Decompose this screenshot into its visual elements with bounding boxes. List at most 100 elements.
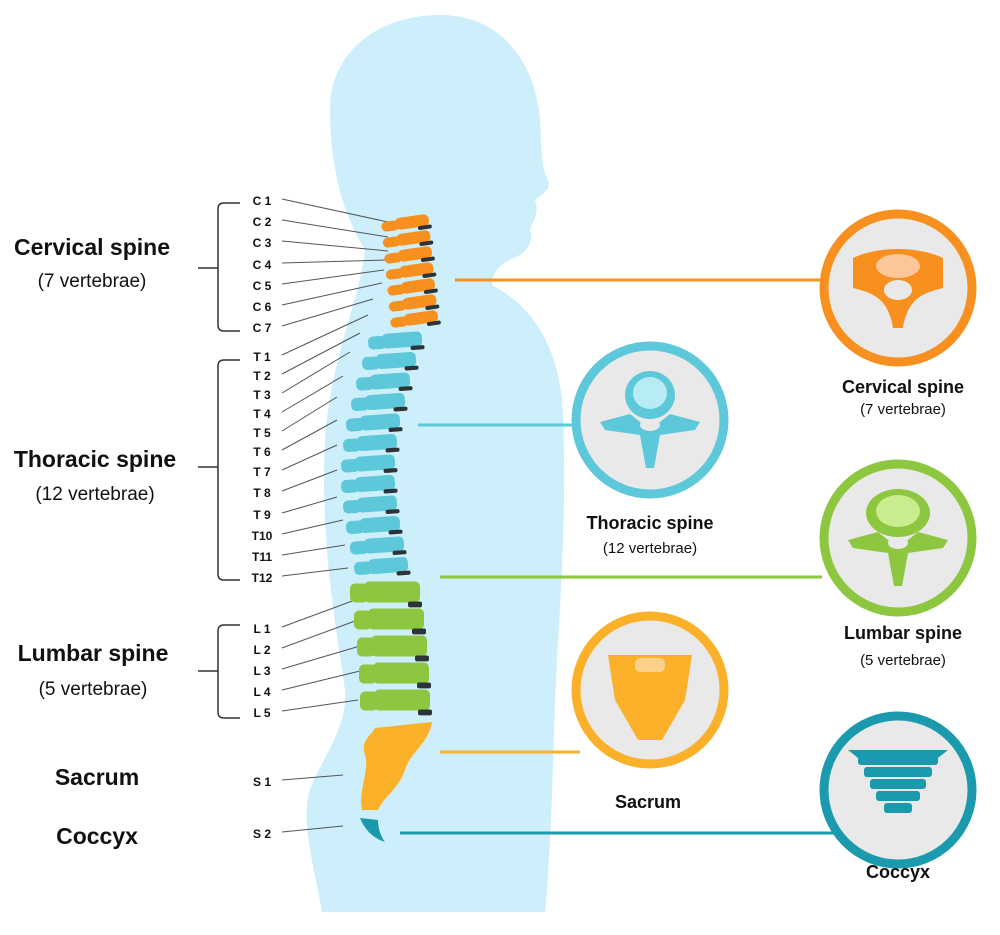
lumbar-vertebra <box>360 689 432 716</box>
vertebra-label: C 6 <box>253 300 272 314</box>
cervical-vertebra <box>388 294 440 312</box>
vertebra-label: S 2 <box>253 827 271 841</box>
vertebra-label: L 3 <box>253 664 270 678</box>
leader-line <box>281 544 346 556</box>
sacrum-callout-title: Sacrum <box>615 792 681 812</box>
intervertebral-disc <box>396 570 411 576</box>
intervertebral-disc <box>417 682 431 689</box>
leader-line <box>281 314 369 356</box>
intervertebral-disc <box>426 320 441 326</box>
sacrum-bone <box>361 722 432 810</box>
vertebra-label: T 8 <box>253 486 271 500</box>
cervical-callout: Cervical spine(7 vertebrae) <box>819 209 977 418</box>
thoracic-callout-count: (12 vertebrae) <box>603 540 697 557</box>
leader-line <box>281 240 389 252</box>
leader-line <box>281 259 388 264</box>
vertebra-label: C 1 <box>253 194 272 208</box>
leader-line <box>281 699 359 712</box>
thoracic-left-count: (12 vertebrae) <box>35 484 154 505</box>
intervertebral-disc <box>398 386 413 391</box>
thoracic-vertebra <box>343 433 400 453</box>
cervical-left-count: (7 vertebrae) <box>38 271 147 292</box>
cervical-vertebra <box>387 278 438 296</box>
intervertebral-disc <box>388 529 403 535</box>
vertebra-label: L 4 <box>253 685 270 699</box>
cervical-vertebra <box>382 230 434 248</box>
thoracic-vertebra <box>341 474 398 494</box>
vertebra-label: S 1 <box>253 775 271 789</box>
intervertebral-disc <box>388 427 403 432</box>
intervertebral-disc <box>393 406 408 412</box>
leader-line <box>281 444 338 471</box>
vertebra-label: T 4 <box>253 407 271 421</box>
vertebra-label: T10 <box>252 529 273 543</box>
leader-line <box>281 269 385 285</box>
vertebra-label: C 5 <box>253 279 272 293</box>
leader-line <box>281 825 344 833</box>
thoracic-callout: Thoracic spine(12 vertebrae) <box>571 341 729 557</box>
lumbar-vertebra <box>354 608 426 635</box>
vertebra-label: T 1 <box>253 350 271 364</box>
thoracic-vertebra-icon <box>600 371 700 468</box>
intervertebral-disc <box>417 224 432 230</box>
thoracic-bracket <box>198 359 240 581</box>
leader-line <box>281 332 361 375</box>
coccyx-icon <box>848 750 948 813</box>
thoracic-vertebra <box>351 392 408 412</box>
intervertebral-disc <box>418 709 432 716</box>
coccyx-circle <box>819 711 977 869</box>
lumbar-vertebra <box>357 635 429 662</box>
vertebra-label: C 4 <box>253 258 272 272</box>
leader-line <box>281 670 361 691</box>
cervical-bracket <box>198 202 240 332</box>
leader-line <box>281 396 338 432</box>
leader-line <box>281 375 344 413</box>
vertebra-label: C 7 <box>253 321 272 335</box>
leader-line <box>281 219 389 238</box>
vertebra-label: C 3 <box>253 236 272 250</box>
leader-line <box>281 198 389 223</box>
vertebra-label: T 5 <box>253 426 271 440</box>
intervertebral-disc <box>422 272 437 278</box>
cervical-vertebra <box>381 214 432 232</box>
lumbar-left-title: Lumbar spine <box>18 640 169 666</box>
leader-line <box>281 496 338 514</box>
vertebra-label: L 2 <box>253 643 270 657</box>
leader-line <box>281 351 351 394</box>
intervertebral-disc <box>392 550 407 555</box>
vertebra-label: T 7 <box>253 465 271 479</box>
sacrum-left-title: Sacrum <box>55 764 139 790</box>
leader-line <box>281 282 383 306</box>
intervertebral-disc <box>425 304 440 310</box>
leader-line <box>281 469 338 492</box>
vertebra-label: C 2 <box>253 215 272 229</box>
intervertebral-disc <box>412 628 426 635</box>
intervertebral-disc <box>419 240 434 246</box>
vertebra-label: L 1 <box>253 622 270 636</box>
thoracic-vertebra <box>341 454 398 473</box>
thoracic-left-title: Thoracic spine <box>14 446 176 472</box>
thoracic-vertebra <box>350 536 407 555</box>
cervical-left-title: Cervical spine <box>14 234 170 260</box>
intervertebral-disc <box>383 488 398 494</box>
leader-line <box>281 774 344 781</box>
lumbar-callout-count: (5 vertebrae) <box>860 652 946 669</box>
leader-line <box>281 419 338 451</box>
leader-line <box>281 599 356 628</box>
lumbar-callout-title: Lumbar spine <box>844 623 962 643</box>
thoracic-vertebra <box>343 495 400 514</box>
intervertebral-disc <box>385 447 400 453</box>
lumbar-bracket <box>198 624 240 719</box>
cervical-vertebra-icon <box>853 249 943 328</box>
thoracic-vertebra <box>346 515 403 535</box>
vertebra-label: T12 <box>252 571 273 585</box>
intervertebral-disc <box>404 365 419 371</box>
sacrum-callout: Sacrum <box>571 611 729 812</box>
coccyx-callout-title: Coccyx <box>866 862 930 882</box>
intervertebral-disc <box>383 468 398 473</box>
lumbar-vertebra <box>359 662 431 689</box>
body-silhouette <box>306 15 565 912</box>
cervical-vertebra <box>390 310 441 328</box>
